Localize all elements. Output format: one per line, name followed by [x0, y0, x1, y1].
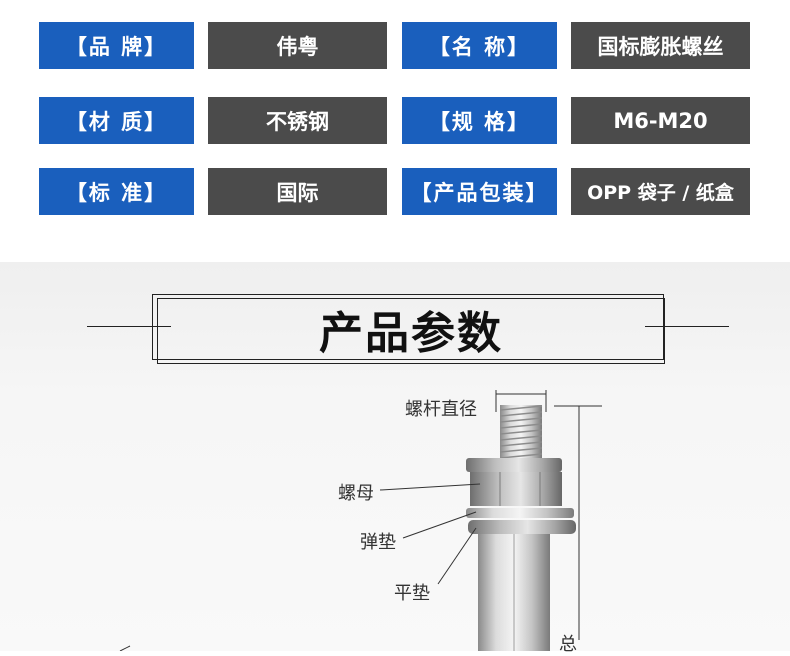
spec-value-standard: 国际 [208, 168, 387, 215]
title-rule-right [645, 326, 729, 327]
spec-label-standard: 【标 准】 [39, 168, 194, 215]
title-frame-outer [152, 294, 664, 360]
spec-value-material: 不锈钢 [208, 97, 387, 144]
title-frame-inner [157, 298, 665, 364]
spec-value-name: 国标膨胀螺丝 [571, 22, 750, 69]
threaded-rod [499, 405, 543, 461]
spec-label-packaging: 【产品包装】 [402, 168, 557, 215]
spec-label-material: 【材 质】 [39, 97, 194, 144]
callout-nut: 螺母 [338, 483, 374, 504]
spec-label-size: 【规 格】 [402, 97, 557, 144]
spec-panel: 【品 牌】 伟粤 【名 称】 国标膨胀螺丝 【材 质】 不锈钢 【规 格】 M6… [0, 0, 790, 262]
spec-value-packaging: OPP 袋子 / 纸盒 [571, 168, 750, 215]
dimension-lines [495, 390, 602, 640]
callout-rod-diameter: 螺杆直径 [405, 399, 477, 420]
spring-washer [466, 508, 574, 518]
callout-spring-washer: 弹垫 [360, 532, 396, 553]
spec-value-size: M6-M20 [571, 97, 750, 144]
spec-value-brand: 伟粤 [208, 22, 387, 69]
title-rule-left [87, 326, 171, 327]
flat-washer [468, 520, 576, 534]
leader-lines [119, 483, 481, 651]
spec-label-brand: 【品 牌】 [39, 22, 194, 69]
spec-label-name: 【名 称】 [402, 22, 557, 69]
washer-top [466, 458, 562, 472]
hex-nut [470, 472, 562, 506]
callout-total-length: 总 [559, 634, 577, 655]
callout-flat-washer: 平垫 [394, 583, 430, 604]
section-title: 产品参数 [319, 308, 503, 359]
